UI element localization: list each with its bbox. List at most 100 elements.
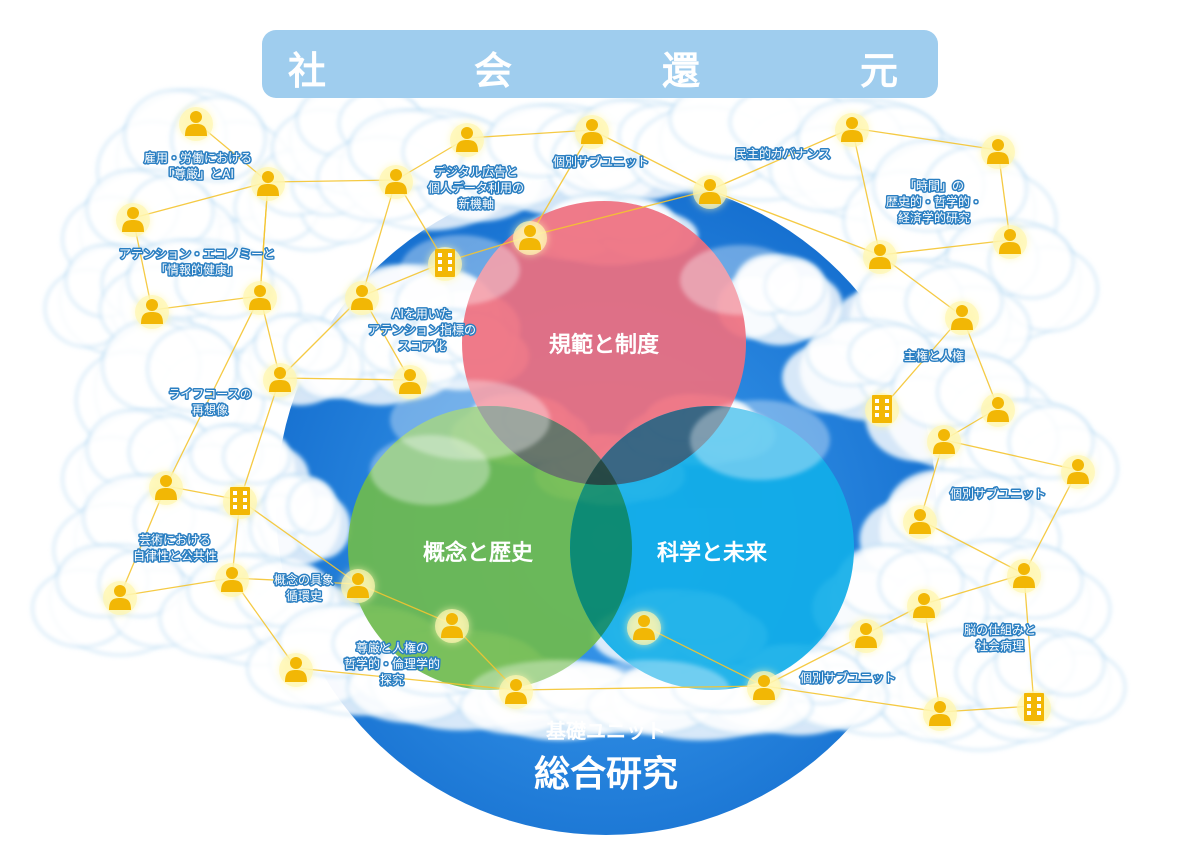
topic-line: 個人データ利用の <box>428 180 524 195</box>
link-line <box>529 129 593 237</box>
social-return-banner: 社 会 還 元 <box>262 30 938 98</box>
link-line <box>1023 573 1035 707</box>
base-unit-label: 基礎ユニット <box>546 719 666 743</box>
topic-line: 「尊厳」とAI <box>162 166 234 181</box>
topic-line: デジタル広告と <box>434 164 518 179</box>
link-line <box>295 667 517 691</box>
topic-label-t2: デジタル広告と個人データ利用の新機軸 <box>428 164 524 211</box>
cloud <box>170 424 310 516</box>
mist-puff <box>690 400 830 480</box>
mist-layer <box>370 235 830 720</box>
topic-line: 芸術における <box>139 533 211 547</box>
building-icon <box>872 395 892 423</box>
topic-line: 主権と人権 <box>904 348 964 363</box>
link-line <box>151 295 261 311</box>
topic-line: 自律性と公共性 <box>133 549 217 563</box>
mist-puff <box>680 245 800 315</box>
link-line <box>132 181 269 219</box>
topic-line: 再想像 <box>192 402 228 417</box>
banner-char-1: 社 <box>288 49 329 93</box>
topic-line: 新機軸 <box>458 196 494 211</box>
link-line <box>881 315 963 409</box>
link-line <box>851 127 881 256</box>
link-line <box>267 179 397 183</box>
topic-line: 個別サブユニット <box>950 486 1046 501</box>
link-line <box>709 189 881 256</box>
link-line <box>165 295 261 487</box>
topic-line: 民主的ガバナンス <box>735 146 831 161</box>
mist-puff <box>570 660 730 720</box>
link-line <box>529 189 711 237</box>
topic-label-t3: 個別サブユニット <box>553 154 649 169</box>
circle-label-norms: 規範と制度 <box>549 332 660 358</box>
topic-line: 循環史 <box>286 589 322 603</box>
link-line <box>361 179 397 297</box>
topic-line: アテンション指標の <box>368 322 476 337</box>
link-line <box>709 127 853 191</box>
circle-label-science: 科学と未来 <box>657 540 768 566</box>
link-line <box>515 685 765 691</box>
cloud <box>974 629 1126 731</box>
topic-label-t9: ライフコースの再想像 <box>168 387 251 417</box>
mist-puff <box>370 435 490 505</box>
link-line <box>239 499 359 585</box>
banner-char-3: 還 <box>662 49 703 93</box>
topic-line: 「時間」の <box>904 179 964 193</box>
network-nodes <box>103 107 1095 731</box>
cloud <box>236 314 364 406</box>
cloud <box>769 99 971 221</box>
topic-line: 哲学的・倫理学的 <box>344 656 440 671</box>
building-icon <box>435 249 455 277</box>
topic-label-t5: 「時間」の歴史的・哲学的・経済学的研究 <box>886 179 982 225</box>
topic-label-t8: 主権と人権 <box>904 348 964 363</box>
link-line <box>943 439 1079 471</box>
link-line <box>919 519 1025 575</box>
topic-line: 歴史的・哲学的・ <box>886 194 982 209</box>
topic-line: 概念の具象 <box>274 572 334 587</box>
topic-label-t1: 雇用・労働における「尊厳」とAI <box>144 150 252 181</box>
topic-label-t15: 個別サブユニット <box>800 670 896 685</box>
link-line <box>119 577 233 597</box>
topic-label-t4: 民主的ガバナンス <box>735 146 831 161</box>
topic-line: 雇用・労働における <box>144 150 252 165</box>
banner-char-2: 会 <box>474 49 515 93</box>
link-line <box>879 239 1011 256</box>
link-line <box>119 485 167 597</box>
topic-line: 社会病理 <box>976 638 1024 653</box>
base-title: 総合研究 <box>534 754 678 795</box>
link-line <box>279 377 411 381</box>
topic-line: アテンション・エコノミーと <box>119 247 275 261</box>
topic-label-t12: 概念の具象循環史 <box>274 572 334 603</box>
topic-label-t10: 個別サブユニット <box>950 486 1046 501</box>
link-line <box>239 377 281 501</box>
topic-line: 探究 <box>380 672 404 687</box>
topic-label-t13: 脳の仕組みと社会病理 <box>964 623 1036 653</box>
circle-label-concepts: 概念と歴史 <box>423 540 534 566</box>
link-line <box>763 633 867 687</box>
link-line <box>643 625 765 687</box>
building-icon <box>1024 693 1044 721</box>
topic-line: 個別サブユニット <box>553 154 649 169</box>
link-line <box>1023 469 1079 575</box>
cloud <box>96 89 294 231</box>
link-line <box>279 295 363 379</box>
banner-char-4: 元 <box>860 49 901 93</box>
link-line <box>231 577 359 585</box>
topic-line: 経済学的研究 <box>898 210 970 225</box>
topic-line: 「情報的健康」 <box>155 262 239 277</box>
topic-line: 尊厳と人権の <box>356 640 428 655</box>
topic-label-t14: 尊厳と人権の哲学的・倫理学的探究 <box>344 640 440 687</box>
topic-line: 脳の仕組みと <box>964 623 1036 637</box>
link-line <box>466 129 593 139</box>
topic-label-t7: AIを用いたアテンション指標のスコア化 <box>368 307 476 353</box>
topic-label-t11: 芸術における自律性と公共性 <box>133 533 217 563</box>
link-line <box>851 127 999 151</box>
topic-label-t6: アテンション・エコノミーと「情報的健康」 <box>119 247 275 277</box>
link-line <box>591 129 711 191</box>
topic-line: ライフコースの <box>168 387 251 401</box>
link-line <box>259 181 269 297</box>
topic-line: AIを用いた <box>392 307 452 321</box>
building-icon <box>230 487 250 515</box>
